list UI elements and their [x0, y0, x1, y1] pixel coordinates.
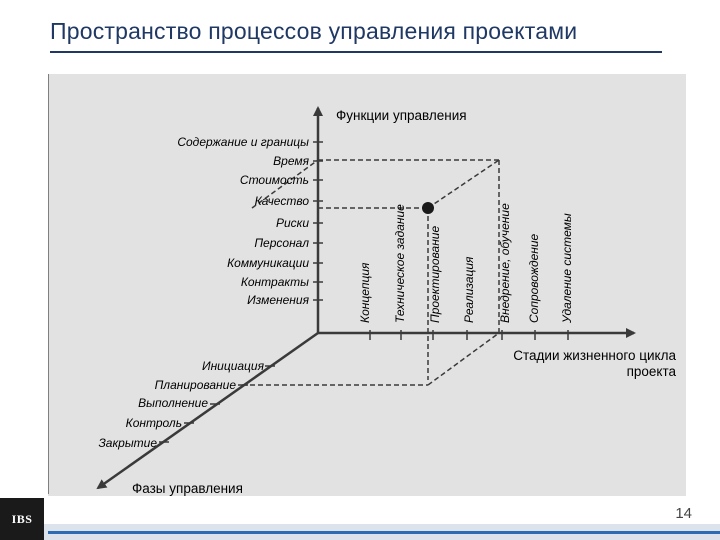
function-label: Коммуникации [227, 256, 309, 270]
function-label: Качество [254, 194, 309, 208]
functions-axis-title: Функции управления [336, 108, 467, 123]
stages-axis-title-line1: Стадии жизненного цикла [513, 348, 676, 363]
stage-label: Реализация [462, 256, 476, 323]
page-number: 14 [675, 505, 692, 522]
function-label: Контракты [240, 275, 309, 289]
stage-label: Внедрение, обучение [498, 203, 512, 323]
process-point-marker [422, 202, 434, 214]
cube-guides [242, 159, 500, 386]
phases-axis-title: Фазы управления [132, 481, 243, 496]
phase-label: Планирование [154, 378, 236, 392]
title-underline [50, 51, 662, 53]
stages-axis-title: Стадии жизненного цикла проекта [472, 348, 676, 380]
phase-label: Закрытие [98, 436, 157, 450]
phase-label: Контроль [125, 416, 182, 430]
function-label: Риски [275, 216, 309, 230]
function-label: Время [273, 154, 309, 168]
stage-label: Концепция [358, 262, 372, 323]
stage-label: Удаление системы [560, 213, 574, 323]
company-logo: IBS [0, 498, 44, 540]
left-divider [48, 74, 49, 494]
phases-axis [96, 331, 319, 490]
stage-label: Проектирование [428, 225, 442, 323]
function-label: Стоимость [239, 173, 309, 187]
main-axes [96, 106, 636, 490]
stage-label: Техническое задание [393, 204, 407, 323]
function-label: Персонал [254, 236, 309, 250]
phase-label: Выполнение [138, 396, 208, 410]
stages-axis-title-line2: проекта [626, 364, 676, 379]
footer-accent-line [48, 531, 720, 534]
function-label: Изменения [247, 293, 309, 307]
phase-label: Инициация [201, 359, 264, 373]
diagram-panel [48, 74, 686, 496]
stage-label: Сопровождение [527, 233, 541, 323]
function-label: Содержание и границы [177, 135, 309, 149]
slide-title: Пространство процессов управления проект… [50, 18, 578, 44]
stage-ticks [369, 330, 569, 340]
